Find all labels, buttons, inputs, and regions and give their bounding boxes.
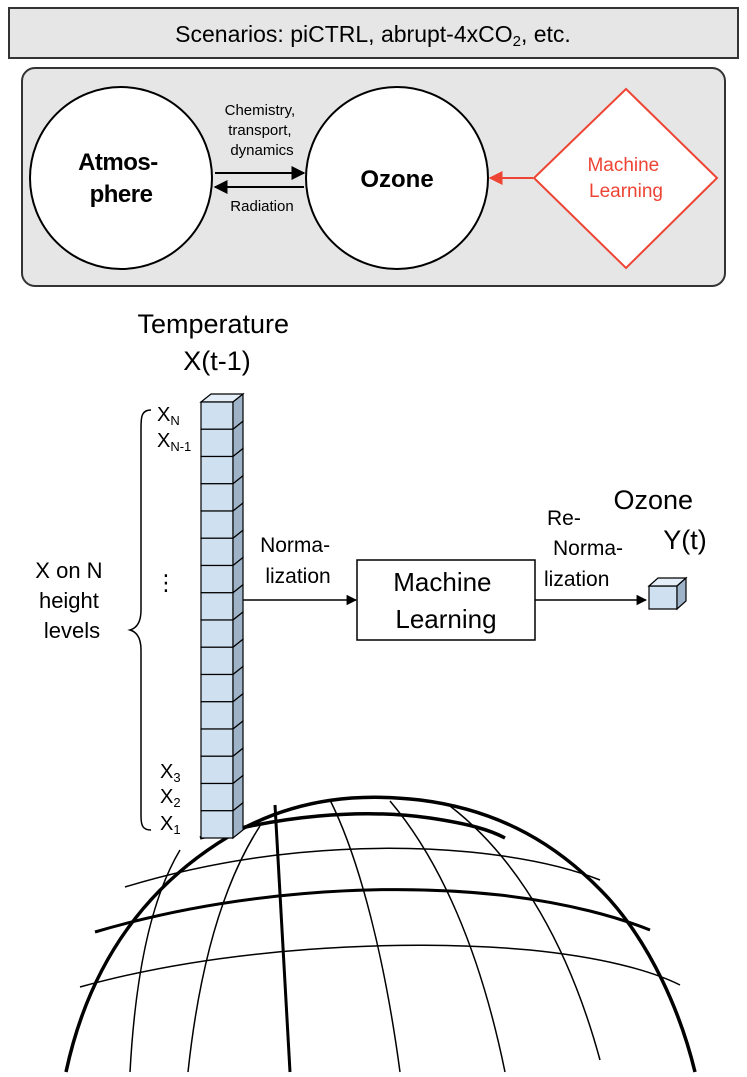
- column-cell: [200, 592, 234, 621]
- column-cell: [200, 646, 234, 676]
- column-cell: [200, 455, 234, 485]
- output-label: Ozone Y(t): [613, 485, 706, 555]
- ozone-label: Ozone: [360, 166, 433, 193]
- column-cell: [200, 510, 234, 539]
- ml-diamond: [532, 87, 719, 270]
- ozone-output-cube: [647, 576, 688, 611]
- atmosphere-circle: [29, 86, 213, 270]
- globe: [64, 795, 697, 1073]
- column-cell: [200, 782, 234, 812]
- level-label-x2: X2: [160, 786, 181, 810]
- column-cell: [200, 428, 234, 458]
- normalization-label: Norma- lization: [260, 534, 336, 588]
- temperature-title: Temperature X(t-1): [137, 309, 296, 376]
- chemistry-transport-dynamics-label: Chemistry, transport, dynamics: [225, 102, 300, 159]
- column-cell: [200, 619, 234, 648]
- ml-diamond-label: Machine Learning: [587, 155, 664, 202]
- column-cell: [200, 673, 234, 703]
- radiation-label: Radiation: [230, 198, 293, 215]
- levels-brace: [127, 409, 152, 831]
- scenarios-text: Scenarios: piCTRL, abrupt-4xCO2, etc.: [175, 21, 571, 50]
- ozone-circle: [305, 86, 489, 270]
- level-label-xn-1: XN-1: [157, 430, 191, 454]
- atmosphere-label: Atmos- phere: [78, 149, 164, 208]
- column-cell: [200, 755, 234, 785]
- column-cell-side: [232, 801, 244, 840]
- temperature-column: [199, 392, 245, 840]
- column-cell: [200, 810, 234, 839]
- brace-label: X on N height levels: [35, 558, 108, 643]
- ml-box-label: Machine Learning: [393, 567, 499, 634]
- level-label-xn: XN: [157, 404, 180, 428]
- renormalization-label: Re- Norma- lization: [544, 507, 629, 591]
- level-label-x3: X3: [160, 761, 181, 785]
- level-label-x1: X1: [160, 813, 181, 837]
- column-cell: [200, 483, 234, 512]
- scenarios-header: [8, 7, 739, 59]
- column-cell: [200, 701, 234, 730]
- column-cell: [200, 728, 234, 757]
- column-cell: [200, 401, 234, 430]
- level-ellipsis: ⋮: [155, 570, 177, 595]
- column-cell: [200, 537, 234, 567]
- column-cell: [200, 564, 234, 594]
